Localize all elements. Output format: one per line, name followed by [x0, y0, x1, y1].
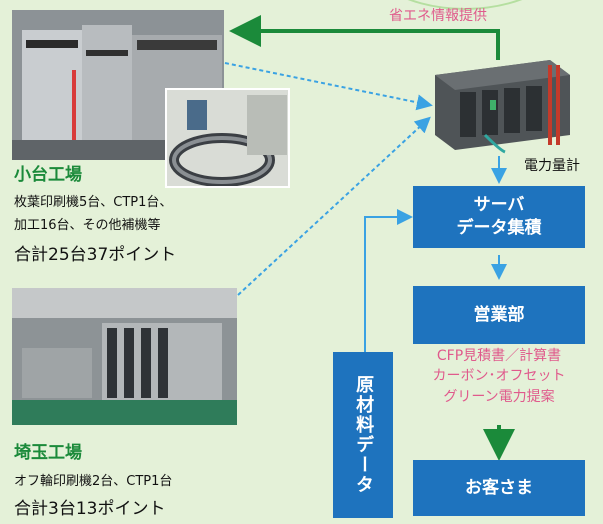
saitama-dotted-link — [237, 116, 431, 296]
saitama-equipment-line1: オフ輪印刷機2台、CTP1台 — [14, 474, 173, 489]
sales-box: 営業部 — [413, 286, 585, 344]
kodai-total: 合計25台37ポイント — [14, 245, 177, 265]
energy-info-arrow — [229, 15, 500, 60]
customer-box: お客さま — [413, 460, 585, 516]
saitama-press-photo — [12, 288, 237, 425]
kodai-equipment-line1: 枚葉印刷機5台、CTP1台、 — [14, 195, 173, 210]
service-cfp: CFP見積書／計算書 — [436, 348, 562, 364]
kodai-equipment-line2: 加工16台、その他補機等 — [14, 218, 161, 233]
power-meter-label: 電力量計 — [524, 158, 580, 174]
energy-info-label: 省エネ情報提供 — [389, 8, 487, 24]
services-list: CFP見積書／計算書 カーボン･オフセット グリーン電力提案 — [403, 346, 595, 407]
server-box: サーバ データ集積 — [413, 186, 585, 248]
server-line1: サーバ — [473, 195, 525, 216]
kodai-factory-title: 小台工場 — [14, 165, 82, 185]
power-meter-device — [430, 50, 580, 155]
saitama-total: 合計3台13ポイント — [14, 499, 166, 519]
sales-label: 営業部 — [473, 304, 525, 325]
service-green-power: グリーン電力提案 — [443, 388, 555, 405]
service-carbon-offset: カーボン･オフセット — [432, 368, 566, 385]
saitama-factory-title: 埼玉工場 — [14, 443, 82, 463]
raw-material-label: 原材料データ — [353, 375, 375, 495]
kodai-dotted-link — [224, 62, 433, 111]
server-line2: データ集積 — [456, 218, 542, 238]
raw-material-box: 原材料データ — [333, 352, 393, 518]
customer-label: お客さま — [465, 477, 533, 498]
raw-material-line — [364, 209, 413, 352]
conveyor-photo — [165, 88, 290, 188]
